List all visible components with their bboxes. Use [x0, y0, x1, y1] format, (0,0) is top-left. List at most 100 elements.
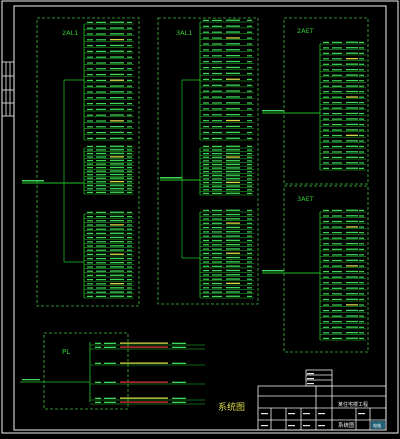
breaker-mark	[87, 287, 93, 289]
circuit-rating-mark	[212, 218, 222, 220]
circuit-load-mark	[247, 156, 252, 158]
breaker-mark	[323, 41, 329, 43]
circuit-load-mark	[247, 145, 252, 147]
circuit-description-mark	[110, 249, 124, 251]
circuit-rating-mark	[96, 120, 106, 122]
circuit-load-mark	[127, 270, 132, 272]
circuit-load-mark	[247, 291, 252, 293]
breaker-mark	[87, 270, 93, 272]
circuit-rating-mark	[212, 214, 222, 216]
breaker-mark	[87, 181, 93, 183]
breaker-mark	[87, 266, 93, 268]
breaker-mark	[203, 214, 209, 216]
circuit-description-mark	[110, 156, 124, 158]
circuit-rating-mark	[96, 50, 106, 52]
breaker-mark	[203, 189, 209, 191]
title-block-mark	[261, 425, 268, 427]
breaker-mark	[87, 274, 93, 276]
circuit-rating-mark	[332, 298, 342, 301]
circuit-description-mark	[110, 79, 124, 81]
pl-rating-mark	[104, 346, 116, 348]
breaker-mark	[203, 55, 209, 57]
breaker-mark	[203, 174, 209, 176]
breaker-mark	[323, 74, 329, 76]
breaker-mark	[87, 149, 93, 151]
pl-load-mark	[172, 346, 186, 348]
circuit-load-mark	[359, 293, 364, 295]
circuit-description-mark	[110, 253, 124, 255]
distribution-wiring	[20, 19, 366, 405]
circuit-load-mark	[247, 84, 252, 86]
breaker-mark	[203, 227, 209, 229]
pl-rating-mark	[104, 381, 116, 383]
circuit-load-mark	[127, 149, 132, 151]
circuit-description-mark	[346, 215, 358, 217]
breaker-mark	[87, 245, 93, 247]
circuit-description-mark	[346, 162, 358, 164]
circuit-description-mark	[110, 177, 124, 179]
circuit-description-mark	[226, 261, 240, 263]
circuit-description-mark	[346, 58, 358, 60]
circuit-load-mark	[247, 72, 252, 75]
breaker-mark	[87, 79, 93, 81]
circuit-rating-mark	[332, 140, 342, 142]
circuit-description-mark	[226, 145, 240, 147]
circuit-rating-mark	[96, 279, 106, 281]
breaker-mark	[323, 326, 329, 328]
circuit-rating-mark	[96, 68, 106, 70]
circuit-rating-mark	[212, 209, 222, 211]
circuit-load-mark	[359, 91, 364, 93]
circuit-rating-mark	[332, 91, 342, 93]
circuit-load-mark	[127, 159, 132, 162]
circuit-load-mark	[127, 220, 132, 222]
pl-rating-mark	[104, 342, 116, 344]
breaker-mark	[203, 270, 209, 272]
circuit-load-mark	[247, 278, 252, 280]
circuit-description-mark	[226, 43, 240, 45]
circuit-load-mark	[247, 270, 252, 272]
circuit-description-mark	[110, 120, 124, 122]
breaker-mark	[323, 156, 329, 159]
circuit-rating-mark	[332, 271, 342, 273]
circuit-load-mark	[127, 120, 132, 122]
circuit-rating-mark	[332, 102, 342, 104]
circuit-rating-mark	[212, 287, 222, 289]
circuit-load-mark	[247, 295, 252, 297]
circuit-description-mark	[346, 118, 358, 120]
circuit-rating-mark	[332, 58, 342, 60]
circuit-description-mark	[226, 149, 240, 151]
breaker-mark	[203, 274, 209, 276]
circuit-load-mark	[127, 91, 132, 93]
circuit-rating-mark	[212, 248, 222, 250]
circuit-load-mark	[359, 41, 364, 43]
breaker-mark	[323, 162, 329, 164]
circuit-description-mark	[226, 167, 240, 169]
circuit-description-mark	[226, 181, 240, 184]
breaker-mark	[87, 27, 93, 29]
circuit-description-mark	[346, 231, 358, 234]
circuit-rating-mark	[212, 72, 222, 75]
breaker-mark	[87, 62, 93, 64]
circuit-description-mark	[226, 188, 240, 191]
circuit-rating-mark	[332, 107, 342, 109]
circuit-description-mark	[346, 309, 358, 312]
circuit-rating-mark	[332, 74, 342, 76]
breaker-mark	[203, 291, 209, 293]
circuit-rating-mark	[96, 137, 106, 139]
breaker-mark	[323, 58, 329, 60]
breaker-mark	[203, 192, 209, 194]
circuit-description-mark	[226, 192, 240, 194]
circuit-load-mark	[247, 282, 252, 285]
circuit-rating-mark	[96, 91, 106, 93]
breaker-mark	[323, 134, 329, 137]
breaker-mark	[203, 120, 209, 122]
circuit-description-mark	[226, 235, 240, 237]
circuit-rating-mark	[332, 52, 342, 54]
circuit-description-mark	[226, 252, 240, 254]
circuit-description-mark	[110, 166, 124, 169]
circuit-description-mark	[110, 170, 124, 172]
circuit-rating-mark	[212, 178, 222, 180]
breaker-mark	[87, 220, 93, 222]
circuit-description-mark	[226, 178, 240, 180]
circuit-load-mark	[127, 50, 132, 52]
